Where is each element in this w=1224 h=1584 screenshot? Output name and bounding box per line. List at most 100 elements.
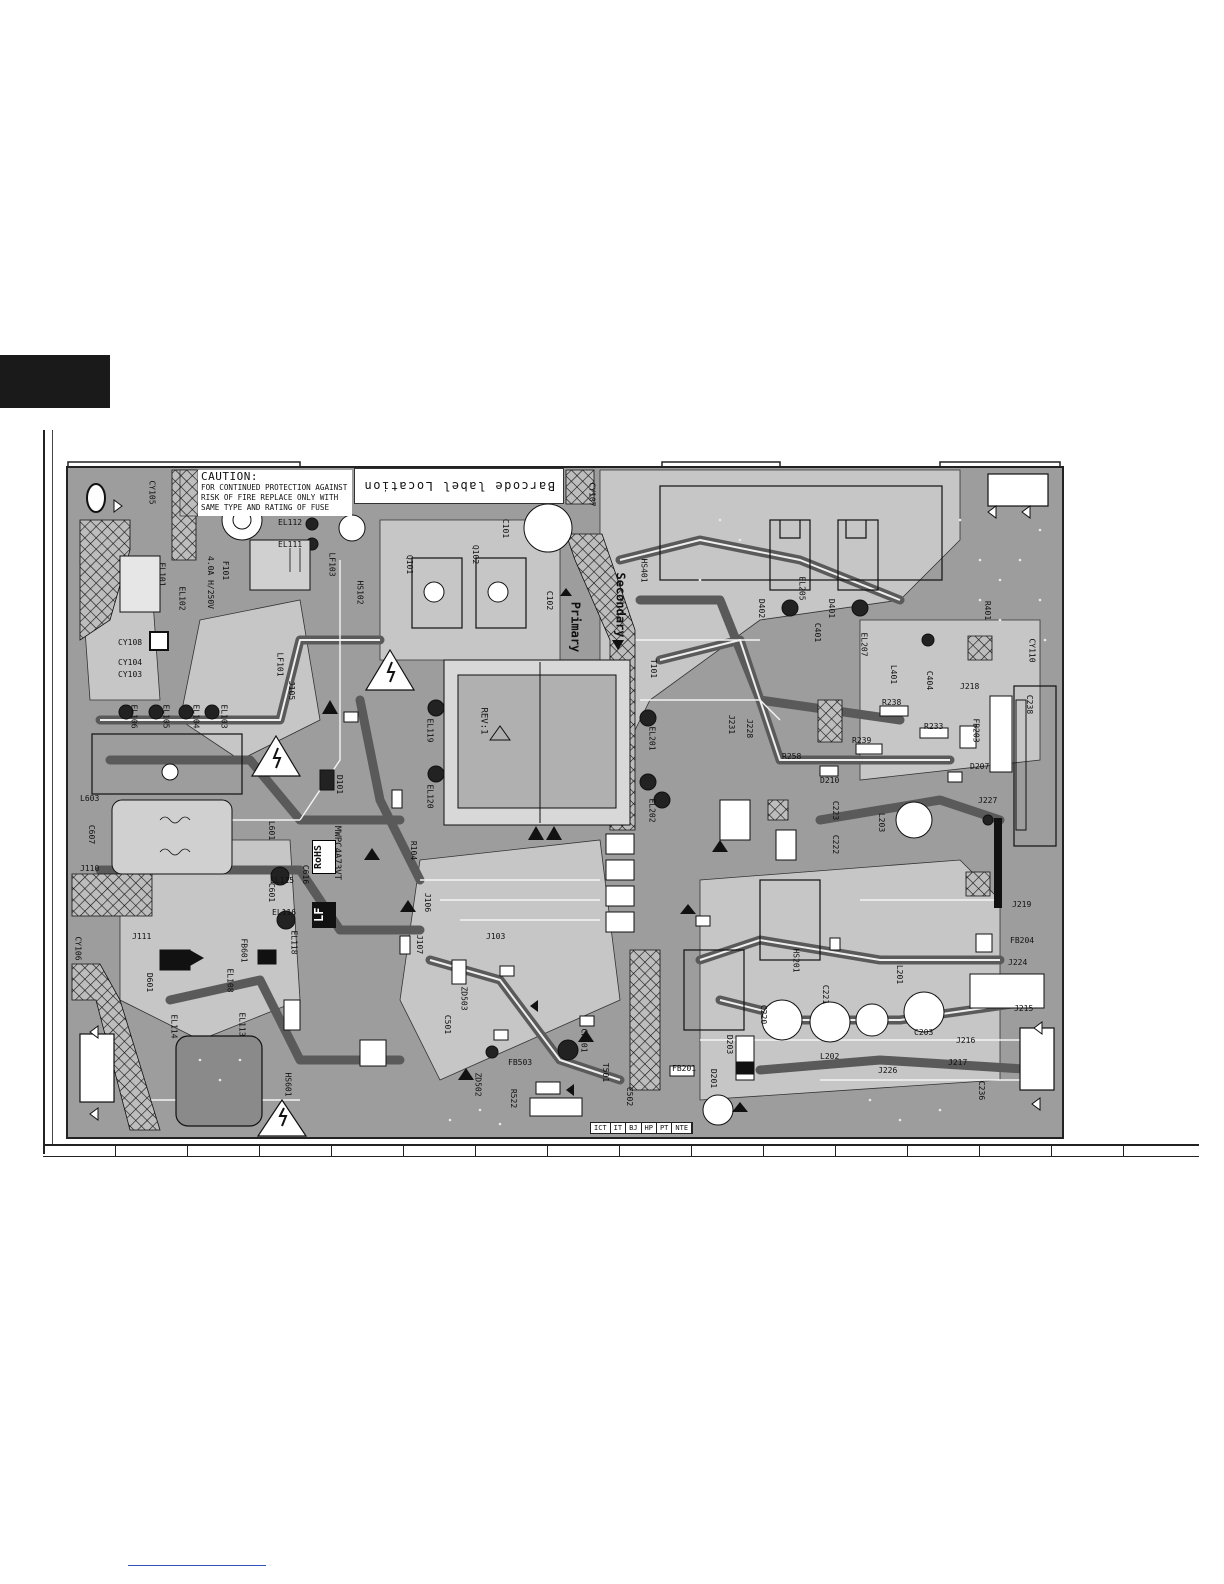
silk-el115: EL115 [270, 876, 295, 885]
silk-c102: C102 [545, 590, 555, 611]
silk-j216: J216 [956, 1036, 976, 1045]
code-it: IT [611, 1123, 627, 1133]
silk-el113: EL113 [237, 1012, 247, 1037]
silk-j107: J107 [415, 934, 425, 955]
silk-el108: EL108 [225, 968, 235, 993]
silk-cp101: CP101 [579, 1028, 589, 1053]
silk-c222: C222 [831, 834, 841, 855]
silk-j218: J218 [960, 682, 980, 691]
code-pt: PT [657, 1123, 673, 1133]
silk-c203: C203 [914, 1028, 934, 1037]
silk-hs401: HS401 [639, 558, 649, 583]
silk-q102: Q102 [471, 544, 481, 565]
frame-inner-rule [52, 430, 53, 1145]
silk-pcb-code: MWPC4A73VT [332, 825, 343, 881]
silk-t501: T501 [601, 1062, 611, 1083]
silk-el201: EL201 [647, 726, 657, 751]
silk-c401: C401 [813, 622, 823, 643]
caution-title: CAUTION: [201, 470, 258, 483]
silk-j224: J224 [1008, 958, 1028, 967]
silk-fb503: FB503 [508, 1058, 533, 1067]
silk-hs601: HS601 [283, 1072, 293, 1097]
lead-free-mark: LF [312, 902, 336, 928]
frame-bottom-rule [43, 1144, 1199, 1157]
caution-line-2: RISK OF FIRE REPLACE ONLY WITH [201, 493, 339, 502]
silk-cy105: CY105 [147, 480, 157, 505]
silk-fb201: FB201 [672, 1064, 697, 1073]
silk-l202: L202 [820, 1052, 840, 1061]
silk-d601: D601 [145, 972, 155, 993]
silk-c501: C501 [443, 1014, 453, 1035]
silk-l601: L601 [267, 820, 277, 841]
silk-el102: EL102 [177, 586, 187, 611]
silk-j217: J217 [948, 1058, 968, 1067]
silk-q101: Q101 [405, 554, 415, 575]
silk-c236: C236 [977, 1080, 987, 1101]
silk-t101: T101 [649, 658, 659, 679]
silk-r522: R522 [509, 1088, 519, 1109]
silk-el207: EL207 [859, 632, 869, 657]
silk-c601: C601 [267, 882, 277, 903]
caution-line-3: SAME TYPE AND RATING OF FUSE [201, 503, 330, 512]
barcode-label-location: Barcode label Location [354, 468, 564, 504]
silk-el116: EL116 [272, 908, 297, 917]
silk-d210: D210 [820, 776, 840, 785]
silk-el119: EL119 [425, 718, 435, 743]
silk-cy103: CY103 [118, 670, 143, 679]
silk-zd502: ZD502 [473, 1072, 483, 1097]
primary-label: Primary [568, 601, 583, 653]
code-hp: HP [642, 1123, 657, 1133]
silk-d402: D402 [757, 598, 767, 619]
silk-l203: L203 [877, 812, 887, 833]
silk-cy110: CY110 [1027, 638, 1037, 663]
silk-cy106: CY106 [73, 936, 83, 961]
silk-lf101: LF101 [275, 652, 285, 677]
code-ict: ICT [591, 1123, 611, 1133]
silk-l201: L201 [895, 964, 905, 985]
silk-r104: R104 [409, 840, 419, 861]
silk-r239: R239 [852, 736, 872, 745]
test-code-strip: ICT IT BJ HP PT NTE [590, 1122, 694, 1134]
silk-el104: EL104 [191, 704, 201, 729]
silk-j231: J231 [727, 714, 737, 735]
silk-el114: EL114 [169, 1014, 179, 1039]
footer-link-underline[interactable] [128, 1565, 266, 1566]
silk-j110: J110 [80, 864, 100, 873]
silk-zd503: ZD503 [459, 986, 469, 1011]
silk-el106: EL106 [129, 704, 139, 729]
silk-r401: R401 [983, 600, 993, 621]
silk-d203: D203 [725, 1034, 735, 1055]
silk-r238: R238 [882, 698, 902, 707]
silk-r233: R233 [924, 722, 944, 731]
caution-notice: CAUTION: FOR CONTINUED PROTECTION AGAINS… [198, 470, 352, 516]
silk-el111: EL111 [278, 540, 303, 549]
silk-c221: C221 [821, 984, 831, 1005]
silk-c101: C101 [501, 518, 511, 539]
silk-hs102: HS102 [355, 580, 365, 605]
revision-label: REV:1 [478, 707, 489, 735]
silk-d207: D207 [970, 762, 990, 771]
silk-j219: J219 [1012, 900, 1032, 909]
silk-lf103: LF103 [327, 552, 337, 577]
silk-el112: EL112 [278, 518, 303, 527]
secondary-label: Secondary [613, 572, 628, 638]
silk-fb203: FB203 [971, 718, 981, 743]
silk-fb204: FB204 [1010, 936, 1035, 945]
silk-l401: L401 [889, 664, 899, 685]
silk-hs201: HS201 [791, 948, 801, 973]
silk-el202: EL202 [647, 798, 657, 823]
silk-el205: EL205 [797, 576, 807, 601]
silk-l603: L603 [80, 794, 100, 803]
silk-c502: C502 [625, 1086, 635, 1107]
silk-el120: EL120 [425, 784, 435, 809]
code-nte: NTE [672, 1123, 693, 1133]
silk-f101-rating: 4.0A H/250V [205, 556, 215, 609]
silk-el118: EL118 [289, 930, 299, 955]
silk-j215: J215 [1014, 1004, 1034, 1013]
silk-cy104: CY104 [118, 658, 143, 667]
silk-c616: C616 [301, 864, 311, 885]
silk-el101: EL101 [157, 562, 167, 587]
page-tab-marker [0, 355, 110, 408]
frame-left-rule [43, 430, 45, 1154]
silk-c404: C404 [925, 670, 935, 691]
